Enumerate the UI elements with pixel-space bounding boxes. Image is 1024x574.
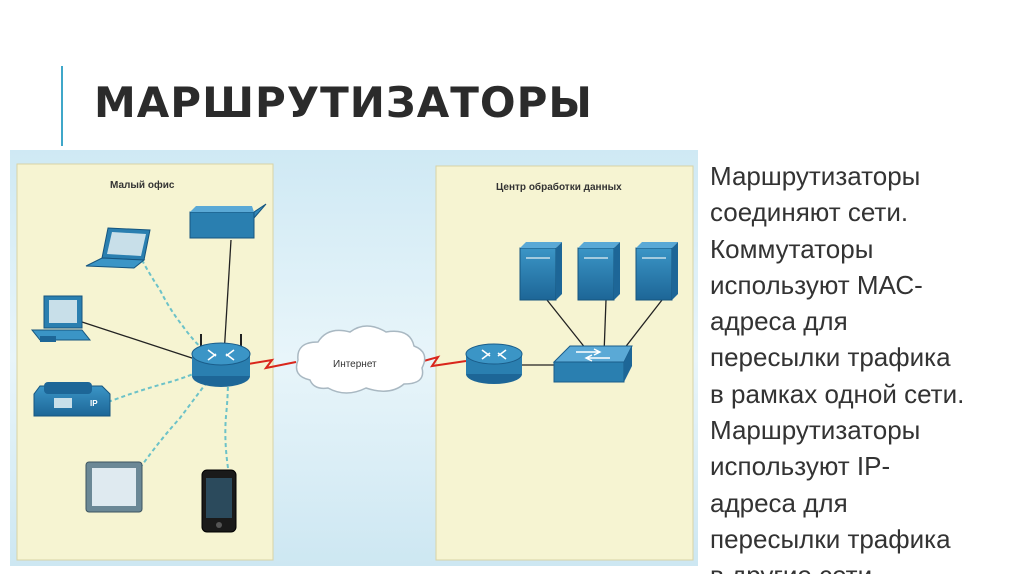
mobile-phone-icon (201, 469, 237, 533)
data-center-label: Центр обработки данных (496, 181, 622, 193)
ip-phone-label: IP (90, 399, 98, 408)
body-line: в рамках одной сети. (710, 378, 965, 409)
body-line: адреса для (710, 306, 848, 337)
printer-icon (189, 203, 267, 239)
body-line: адреса для (710, 487, 848, 518)
body-line: в другие сети. (710, 557, 1010, 574)
ip-phone-icon (33, 382, 111, 417)
body-line: Маршрутизаторы (710, 415, 921, 446)
internet-cloud-icon (295, 325, 426, 394)
body-text: Маршрутизаторы соединяют сети. Коммутато… (710, 158, 1010, 574)
internet-cloud-label: Интернет (333, 359, 377, 370)
wan-link-office-internet (247, 358, 297, 370)
tablet-icon (85, 461, 143, 513)
office-router-icon (191, 334, 251, 387)
datacenter-router-icon (465, 343, 523, 384)
link-desktop (81, 321, 199, 361)
title-accent-bar (61, 66, 63, 146)
laptop-icon (85, 227, 151, 269)
server-2-icon (577, 242, 620, 301)
body-line: Маршрутизаторы (710, 161, 921, 191)
link-server-1 (546, 299, 591, 355)
body-line: используют IP- (710, 451, 891, 482)
link-server-2 (603, 299, 607, 355)
server-3-icon (635, 242, 678, 301)
body-line: используют МАС- (710, 269, 923, 300)
body-line: соединяют сети. (710, 197, 909, 228)
slide-title: МАРШРУТИЗАТОРЫ (94, 78, 593, 127)
link-printer (223, 239, 232, 356)
desktop-pc-icon (30, 295, 92, 342)
body-line: пересылки трафика (710, 342, 951, 373)
server-1-icon (519, 242, 562, 301)
link-server-3 (619, 299, 663, 355)
datacenter-switch-icon (552, 345, 633, 383)
body-line: Коммутаторы (710, 233, 874, 264)
network-diagram: Малый офис Центр обработки данных IP (10, 150, 698, 566)
body-line: пересылки трафика (710, 523, 951, 554)
small-office-label: Малый офис (110, 179, 175, 191)
wireless-link-laptop (141, 259, 207, 353)
wireless-link-phone (107, 369, 203, 403)
wan-link-internet-datacenter (419, 355, 467, 368)
wireless-link-tablet (139, 377, 211, 469)
wireless-link-mobile (224, 379, 229, 469)
